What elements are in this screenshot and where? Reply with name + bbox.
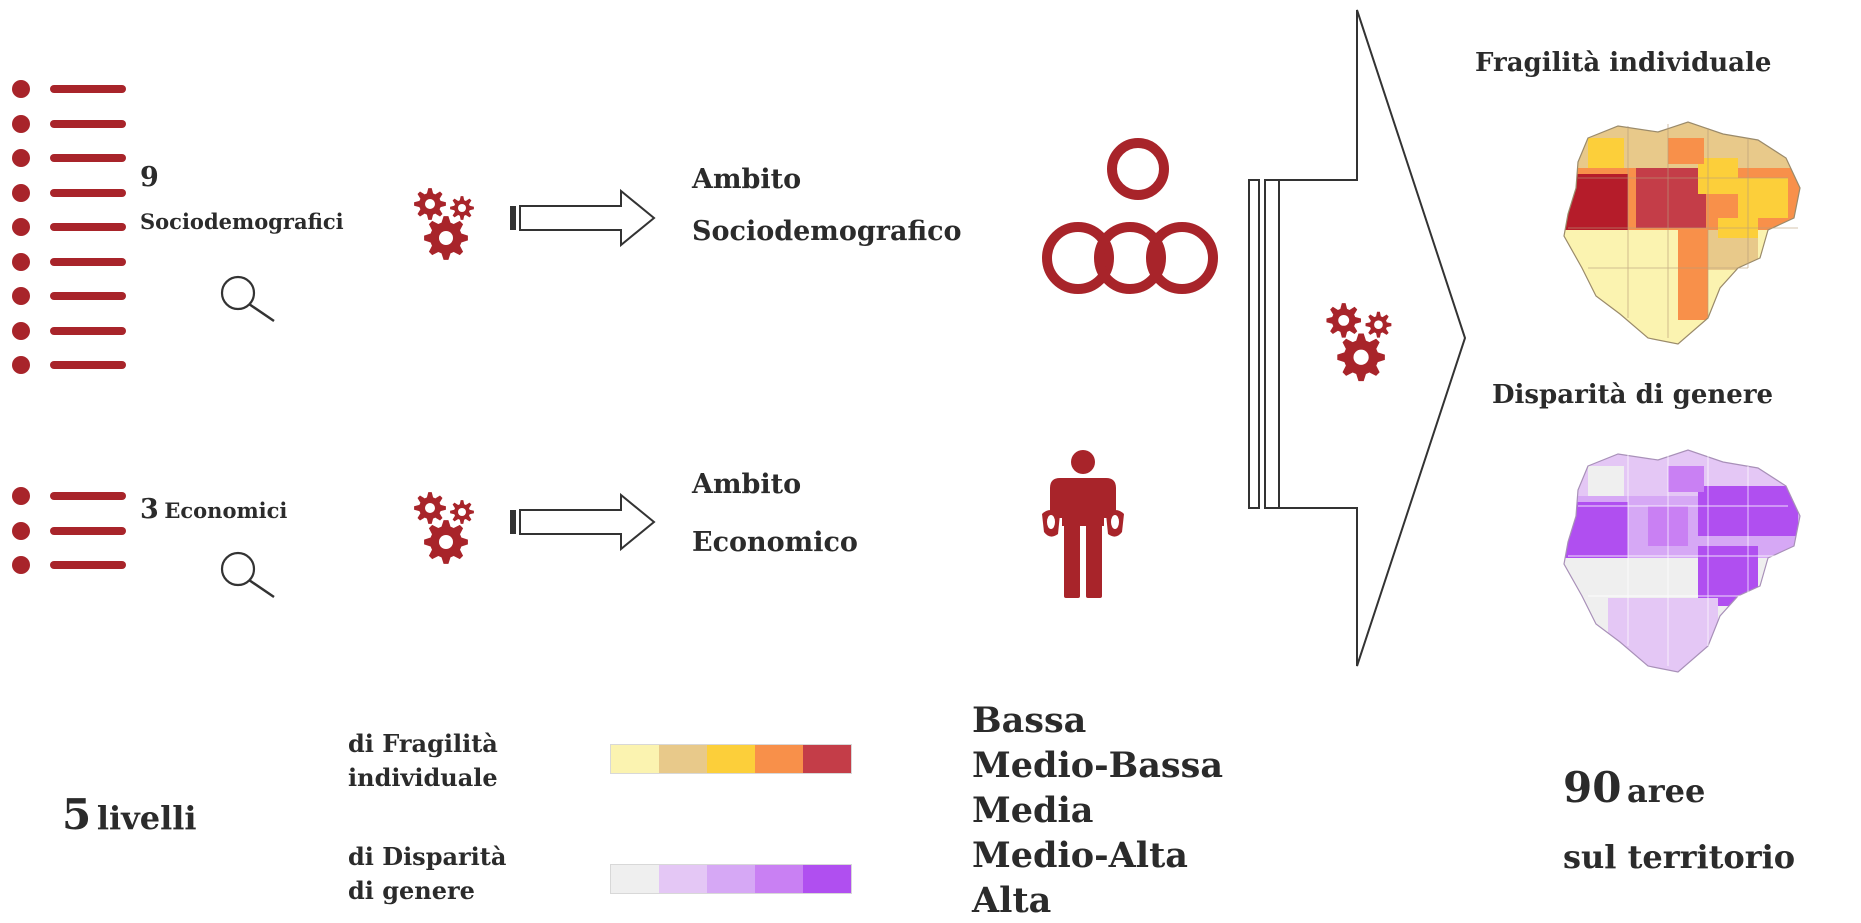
- fragilita-color-scale: [610, 744, 852, 774]
- color-swatch: [755, 865, 803, 893]
- bullet-line: [50, 188, 126, 197]
- magnifier-icon: [220, 275, 275, 323]
- bullet-line: [50, 492, 126, 500]
- color-swatch: [803, 865, 851, 893]
- color-swatch: [659, 865, 707, 893]
- magnifier-icon: [220, 551, 275, 599]
- map-fragilita-title: Fragilità individuale: [1475, 48, 1772, 78]
- gears-icon: [414, 492, 474, 564]
- level-name: Medio-Alta: [972, 835, 1188, 876]
- bullet-dot: [12, 356, 30, 374]
- gears-icon: [1326, 303, 1392, 382]
- bullet-dot: [12, 521, 30, 540]
- territory-unit: aree: [1627, 772, 1706, 810]
- bullet-line: [50, 561, 126, 569]
- bullet-dot: [12, 114, 30, 133]
- eco-count-label: 3 Economici: [140, 494, 287, 525]
- gears-icon: [414, 188, 474, 260]
- map-disparita-genere: [1563, 449, 1801, 673]
- level-name: Media: [972, 790, 1094, 831]
- bullet-line: [50, 223, 126, 231]
- map-fragilita-individuale: [1563, 121, 1801, 345]
- process-arrow-icon: [510, 492, 656, 552]
- ambito-eco-line2: Economico: [692, 527, 858, 558]
- scale-disparita-line2: di genere: [348, 876, 475, 905]
- socio-label: Sociodemografici: [140, 209, 344, 234]
- color-swatch: [707, 865, 755, 893]
- bullet-line: [50, 361, 126, 369]
- eco-label: Economici: [164, 498, 288, 523]
- empty-pockets-person-icon: [1042, 450, 1124, 598]
- territory-summary: 90 aree sul territorio: [1563, 758, 1795, 887]
- disparita-color-scale: [610, 864, 852, 894]
- level-names: Bassa Medio-Bassa Media Medio-Alta Alta: [972, 698, 1252, 921]
- color-swatch: [659, 745, 707, 773]
- bullet-line: [50, 257, 126, 266]
- bullet-line: [50, 154, 126, 162]
- ambito-socio-line1: Ambito: [692, 164, 802, 195]
- level-name: Bassa: [972, 700, 1087, 741]
- aggregation-funnel-arrow: [1248, 9, 1467, 667]
- process-arrow-icon: [510, 188, 656, 248]
- scale-fragilita-label: di Fragilità individuale: [348, 727, 498, 795]
- bullet-line: [50, 85, 126, 93]
- social-rings-icon: [1042, 138, 1218, 294]
- territory-count: 90: [1563, 763, 1622, 812]
- socio-count: 9: [140, 162, 159, 193]
- bullet-line: [50, 119, 126, 128]
- bullet-dot: [12, 287, 30, 305]
- level-name: Medio-Bassa: [972, 745, 1223, 786]
- levels-heading: 5 livelli: [62, 790, 197, 839]
- bullet-dot: [12, 80, 30, 98]
- eco-count: 3: [140, 494, 159, 525]
- scale-fragilita-line2: individuale: [348, 763, 498, 792]
- bullet-dot: [12, 487, 30, 505]
- ambito-socio-line2: Sociodemografico: [692, 216, 962, 247]
- territory-line1: 90 aree: [1563, 758, 1795, 827]
- bullet-dot: [12, 149, 30, 167]
- socio-indicator-list: [12, 80, 126, 380]
- levels-count: 5: [62, 790, 92, 839]
- level-name: Alta: [972, 880, 1052, 921]
- bullet-line: [50, 526, 126, 535]
- bullet-dot: [12, 183, 30, 202]
- color-swatch: [707, 745, 755, 773]
- bullet-line: [50, 326, 126, 335]
- scale-disparita-line1: di Disparità: [348, 842, 507, 871]
- map-disparita-title: Disparità di genere: [1492, 380, 1774, 410]
- bullet-line: [50, 292, 126, 300]
- eco-indicator-list: [12, 487, 126, 574]
- ambito-eco-line1: Ambito: [692, 469, 802, 500]
- territory-line2: sul territorio: [1563, 838, 1796, 876]
- color-swatch: [803, 745, 851, 773]
- levels-label: livelli: [96, 799, 197, 837]
- bullet-dot: [12, 556, 30, 574]
- color-swatch: [755, 745, 803, 773]
- scale-disparita-label: di Disparità di genere: [348, 840, 506, 908]
- scale-fragilita-line1: di Fragilità: [348, 729, 498, 758]
- bullet-dot: [12, 321, 30, 340]
- bullet-dot: [12, 252, 30, 271]
- color-swatch: [611, 865, 659, 893]
- color-swatch: [611, 745, 659, 773]
- bullet-dot: [12, 218, 30, 236]
